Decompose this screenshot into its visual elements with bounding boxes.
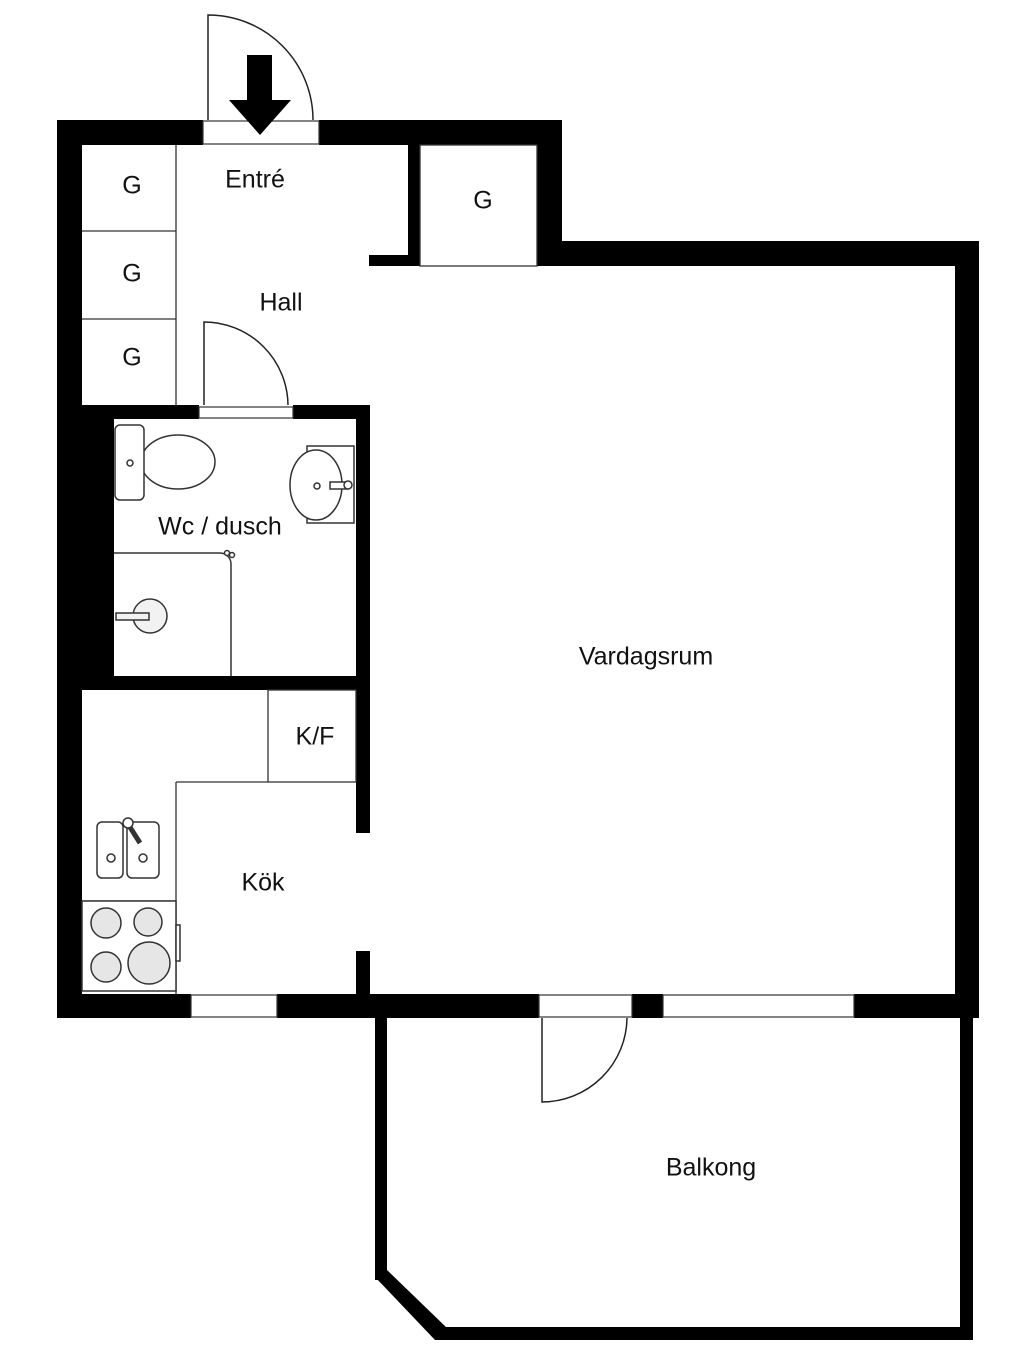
entrance-door-icon: [207, 14, 314, 121]
openings: [190, 120, 855, 1018]
shower-area-icon: [114, 552, 232, 676]
closet-label-g1: G: [122, 171, 142, 200]
bathroom-fixtures: [114, 424, 355, 676]
sink-left-icon: [96, 821, 124, 879]
closet-label-g2: G: [122, 259, 142, 288]
kitchen-fixtures: [81, 817, 181, 992]
closet-label-g4: G: [473, 186, 493, 215]
closet-label-g3: G: [122, 343, 142, 372]
entrance-arrow-icon: [229, 55, 291, 135]
hob-burner-icon: [90, 907, 122, 939]
room-label-entre: Entré: [225, 165, 285, 194]
room-label-wc-dusch: Wc / dusch: [158, 512, 282, 541]
hob-burner-icon: [133, 907, 163, 937]
fridge-freezer-label: K/F: [295, 722, 335, 751]
room-label-hall: Hall: [259, 288, 303, 317]
hob-burner-icon: [127, 941, 171, 985]
room-label-vardagsrum: Vardagsrum: [578, 642, 714, 671]
hob-burner-icon: [90, 951, 122, 983]
balcony-door-icon: [541, 1017, 628, 1103]
door-swings: [203, 14, 628, 1103]
bathroom-door-icon: [203, 321, 289, 406]
walls: [57, 120, 979, 1340]
toilet-bowl-icon: [140, 434, 216, 490]
room-label-kok: Kök: [241, 868, 285, 897]
room-label-balkong: Balkong: [665, 1153, 757, 1182]
